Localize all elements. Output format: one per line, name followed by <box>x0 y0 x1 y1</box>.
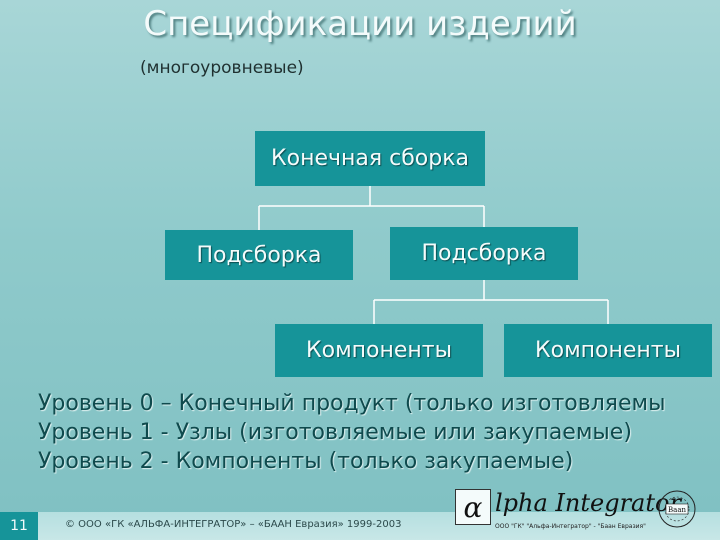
components-right-box: Компоненты <box>504 324 712 377</box>
components-left-box: Компоненты <box>275 324 483 377</box>
footer-bar <box>0 512 720 540</box>
subassembly-left-box: Подсборка <box>165 230 353 280</box>
level-legend: Уровень 0 – Конечный продукт (только изг… <box>38 389 720 476</box>
slide-title: Спецификации изделий <box>143 4 577 44</box>
subassembly-right-box: Подсборка <box>390 227 578 280</box>
alpha-integrator-logo: α lpha Integrator ООО "ГК" "Альфа-Интегр… <box>455 489 715 537</box>
copyright-text: © ООО «ГК «АЛЬФА-ИНТЕГРАТОР» – «БААН Евр… <box>65 519 402 530</box>
alpha-icon: α <box>455 489 491 525</box>
level-2-text: Уровень 2 - Компоненты (только закупаемы… <box>38 449 574 474</box>
page-number: 11 <box>0 512 38 540</box>
final-assembly-box: Конечная сборка <box>255 131 485 186</box>
level-1-text: Уровень 1 - Узлы (изготовляемые или заку… <box>38 420 632 445</box>
logo-name: lpha Integrator <box>495 489 681 517</box>
slide-subtitle: (многоуровневые) <box>140 58 304 78</box>
baan-seal-icon: Baan <box>658 490 696 528</box>
logo-tagline: ООО "ГК" "Альфа-Интегратор" - "Баан Евра… <box>495 523 646 530</box>
svg-text:Baan: Baan <box>668 506 686 514</box>
level-0-text: Уровень 0 – Конечный продукт (только изг… <box>38 391 666 416</box>
